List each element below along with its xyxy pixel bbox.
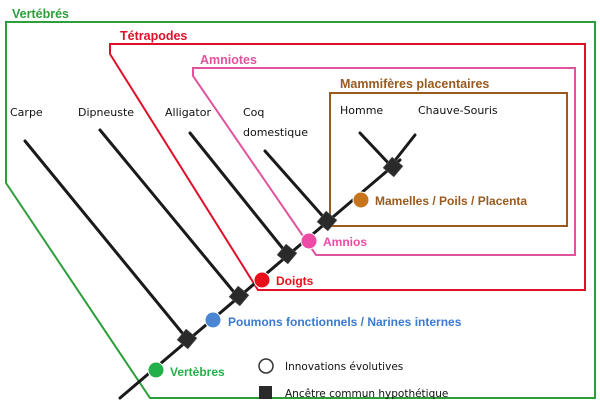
taxon-carpe: Carpe [10,106,43,119]
poumons-dot [204,311,222,329]
ancestor-node [276,243,298,265]
vertebres-frame [5,21,596,399]
doigts-label: Doigts [276,274,314,288]
tetrapodes-title: Tétrapodes [120,29,187,43]
tetrapodes-frame [109,43,586,291]
taxon-coq: Coq [243,106,264,119]
vertebres-dot [147,361,165,379]
taxon-coq-line2: domestique [243,126,308,139]
mammiferes-title: Mammifères placentaires [340,77,489,91]
branch-alligator [188,131,290,257]
taxon-alligator: Alligator [165,106,211,119]
legend-innovations: Innovations évolutives [285,361,403,373]
taxon-chauve-souris: Chauve-Souris [418,104,498,117]
vertebres-title: Vertébrés [12,7,69,21]
vertebres-label: Vertèbres [170,365,225,379]
amniotes-frame [192,67,576,256]
branch-homme [358,131,395,170]
amnios-dot [300,232,318,250]
branch-coq [263,149,329,223]
legend-ancestor: Ancêtre commun hypothétique [285,388,448,400]
taxon-dipneuste: Dipneuste [78,106,134,119]
branch-dipneuste [98,128,240,299]
legend-ancestor-icon [259,386,272,399]
ancestor-node [228,285,250,307]
poumons-label: Poumons fonctionnels / Narines internes [228,315,462,329]
ancestor-node [176,328,198,350]
amniotes-title: Amniotes [200,53,257,67]
branch-carpe [23,139,190,342]
taxon-homme: Homme [340,104,383,117]
mamelles-dot [352,191,370,209]
mamelles-label: Mamelles / Poils / Placenta [375,194,527,208]
branch-chauve-souris [391,133,417,165]
mammiferes-frame [329,92,568,227]
amnios-label: Amnios [323,235,367,249]
ancestor-node [382,156,404,178]
ancestor-node [316,210,338,232]
doigts-dot [253,271,271,289]
legend-innovation-icon [258,358,274,374]
